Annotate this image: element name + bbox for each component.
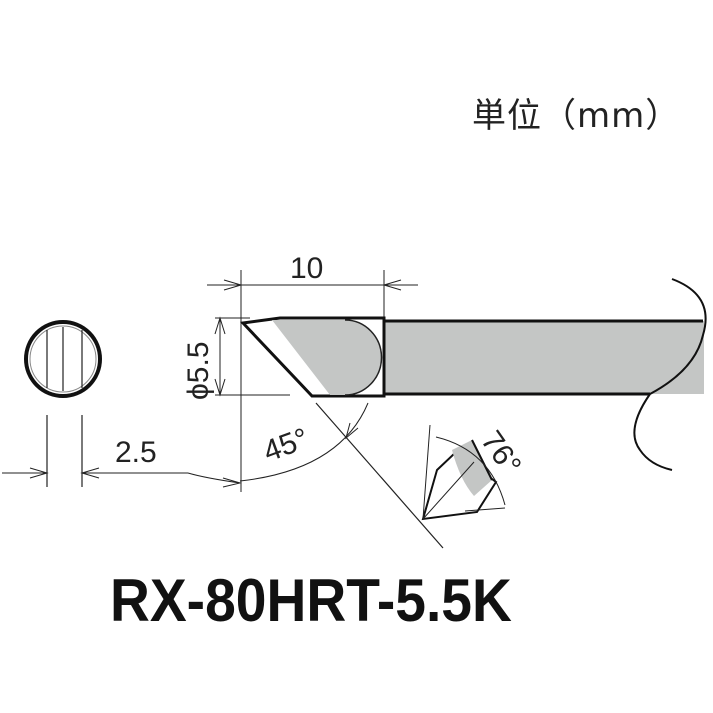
face-angle-detail: 76° bbox=[421, 424, 527, 521]
end-view-icon bbox=[24, 320, 102, 398]
length-value: 10 bbox=[290, 252, 323, 285]
diameter-dimension: ϕ5.5 bbox=[182, 316, 290, 400]
length-dimension: 10 bbox=[207, 252, 418, 492]
unit-label: 単位（mm） bbox=[472, 96, 681, 136]
bevel-angle-value: 45° bbox=[259, 422, 313, 469]
model-number: RX-80HRT-5.5K bbox=[110, 567, 512, 634]
tip-width-value: 2.5 bbox=[115, 436, 157, 469]
soldering-tip-body bbox=[239, 278, 707, 471]
bevel-angle-dimension: 45° bbox=[239, 402, 444, 549]
diameter-value: ϕ5.5 bbox=[182, 341, 215, 400]
tip-width-dimension: 2.5 bbox=[2, 415, 242, 488]
